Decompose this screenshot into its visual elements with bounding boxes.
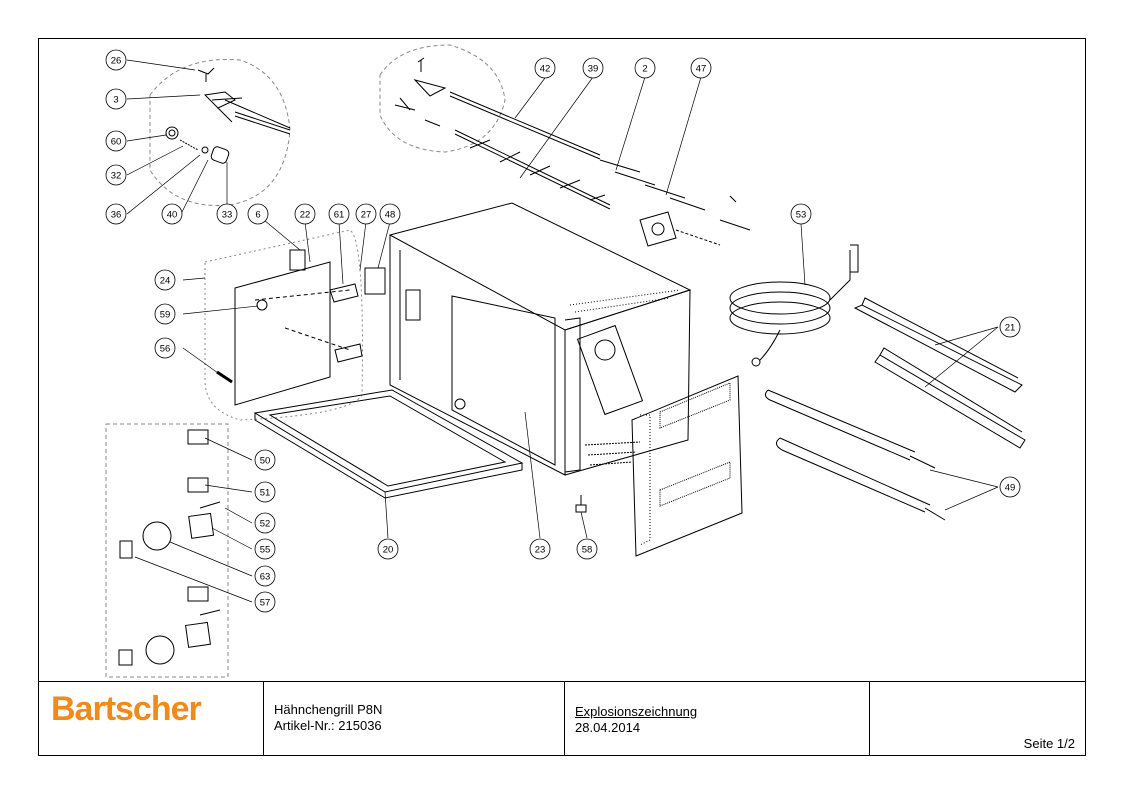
- callout-circle-27: [355, 203, 377, 225]
- foot-part: [575, 495, 587, 513]
- callout-label-50: 50: [260, 456, 271, 467]
- skewer-forks-part: [454, 129, 751, 231]
- heating-elements-part: [764, 389, 946, 521]
- callout-circle-48: [379, 203, 401, 225]
- callout-circle-24: [154, 269, 176, 291]
- callout-label-52: 52: [260, 519, 271, 530]
- callout-circle-39: [582, 57, 604, 79]
- callout-label-63: 63: [260, 572, 271, 583]
- callout-circle-61: [328, 203, 350, 225]
- callout-label-40: 40: [167, 210, 178, 221]
- hinge-parts: [329, 267, 386, 363]
- callout-circle-49: [999, 476, 1021, 498]
- callout-label-22: 22: [300, 210, 311, 221]
- callout-circle-21: [999, 316, 1021, 338]
- spit-detail-circle-right: [379, 44, 506, 153]
- title-block-product-cell: Hähnchengrill P8N Artikel-Nr.: 215036: [263, 681, 565, 756]
- callout-label-59: 59: [160, 310, 171, 321]
- callout-circle-20: [377, 538, 399, 560]
- housing-body: [388, 202, 692, 476]
- callout-circle-2: [634, 57, 656, 79]
- callout-label-53: 53: [796, 210, 807, 221]
- wing-nut-part: [197, 67, 215, 82]
- callout-circles: 26 3 60 32 36 40 33 42 39 2 47 6 22 61 27 48 53 24 59 56 21 5…: [105, 49, 1021, 613]
- product-name: Hähnchengrill P8N: [274, 702, 383, 717]
- callout-circle-42: [534, 57, 556, 79]
- title-block-page-cell: Seite 1/2: [869, 681, 1086, 756]
- spit-rod-part: [394, 57, 601, 160]
- callout-label-6: 6: [255, 210, 260, 221]
- callout-label-23: 23: [535, 545, 546, 556]
- power-cord-part: [729, 244, 859, 367]
- callout-label-36: 36: [111, 210, 122, 221]
- callout-label-58: 58: [582, 545, 593, 556]
- document-date: 28.04.2014: [575, 720, 641, 735]
- callout-circle-50: [254, 449, 276, 471]
- callout-circle-57: [254, 591, 276, 613]
- callout-label-48: 48: [385, 210, 396, 221]
- callout-label-20: 20: [383, 545, 394, 556]
- callout-circle-56: [154, 337, 176, 359]
- callout-label-24: 24: [160, 276, 171, 287]
- spit-motor-part: [639, 211, 721, 247]
- callout-circle-6: [247, 203, 269, 225]
- callout-label-49: 49: [1005, 483, 1016, 494]
- leader-lines: [126, 59, 999, 603]
- document-type: Explosionszeichnung: [575, 704, 698, 719]
- spit-detail-circle-left: [149, 58, 291, 207]
- page-number: Seite 1/2: [1023, 736, 1075, 751]
- callout-label-3: 3: [113, 95, 118, 106]
- callout-label-26: 26: [111, 56, 122, 67]
- door-panel-part: [216, 249, 351, 406]
- bushing-part: [165, 126, 230, 164]
- callout-label-51: 51: [260, 488, 271, 499]
- callout-circle-60: [105, 130, 127, 152]
- callout-circle-63: [254, 565, 276, 587]
- inner-door-part: [451, 295, 556, 466]
- callout-circle-51: [254, 481, 276, 503]
- controls-group-outline: [105, 423, 229, 678]
- callout-circle-22: [294, 203, 316, 225]
- callout-circle-32: [105, 164, 127, 186]
- callout-label-60: 60: [111, 137, 122, 148]
- callout-circle-40: [161, 203, 183, 225]
- callout-circle-36: [105, 203, 127, 225]
- callout-label-39: 39: [588, 64, 599, 75]
- callout-label-47: 47: [696, 64, 707, 75]
- callout-label-2: 2: [642, 64, 647, 75]
- callout-label-56: 56: [160, 344, 171, 355]
- callout-label-21: 21: [1005, 323, 1016, 334]
- callout-circle-23: [529, 538, 551, 560]
- drip-tray-part: [253, 389, 524, 499]
- callout-circle-55: [254, 538, 276, 560]
- side-rails-part: [853, 297, 1026, 449]
- callout-circle-59: [154, 303, 176, 325]
- callout-circle-47: [690, 57, 712, 79]
- callout-label-32: 32: [111, 171, 122, 182]
- callout-label-42: 42: [540, 64, 551, 75]
- callout-circle-33: [216, 203, 238, 225]
- callout-label-27: 27: [361, 210, 372, 221]
- callout-circle-26: [105, 49, 127, 71]
- title-block-logo-cell: Bartscher: [38, 681, 264, 756]
- bartscher-logo: Bartscher: [51, 690, 202, 728]
- callout-circle-58: [576, 538, 598, 560]
- spit-holder-part: [203, 91, 291, 135]
- front-door-part: [631, 375, 743, 557]
- callout-label-33: 33: [222, 210, 233, 221]
- callout-circle-53: [790, 203, 812, 225]
- switch-parts: [118, 429, 221, 666]
- article-number: Artikel-Nr.: 215036: [274, 718, 382, 733]
- callout-circle-52: [254, 512, 276, 534]
- callout-label-57: 57: [260, 598, 271, 609]
- callout-circle-3: [105, 88, 127, 110]
- callout-label-55: 55: [260, 545, 271, 556]
- title-block-document-cell: Explosionszeichnung 28.04.2014: [564, 681, 870, 756]
- callout-label-61: 61: [334, 210, 345, 221]
- door-assembly-outline: [204, 229, 363, 421]
